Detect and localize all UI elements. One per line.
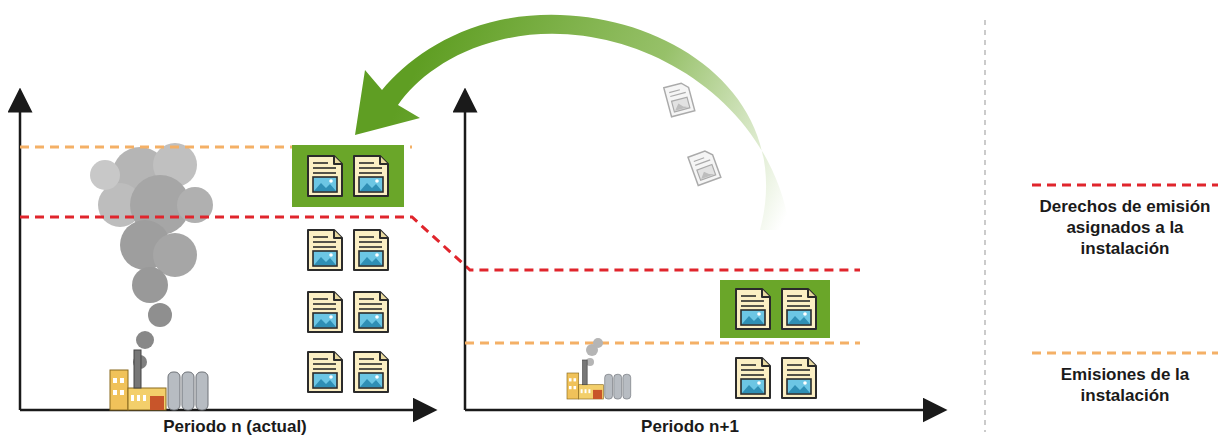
legend-line-sample (1032, 352, 1218, 355)
legend-text: Derechos de emisión asignados a la insta… (1025, 196, 1225, 259)
period-label: Periodo n+1 (641, 417, 739, 437)
period-label: Periodo n (actual) (163, 417, 307, 437)
legend-line-sample (1032, 184, 1218, 187)
legend-text: Emisiones de la instalación (1025, 364, 1225, 406)
